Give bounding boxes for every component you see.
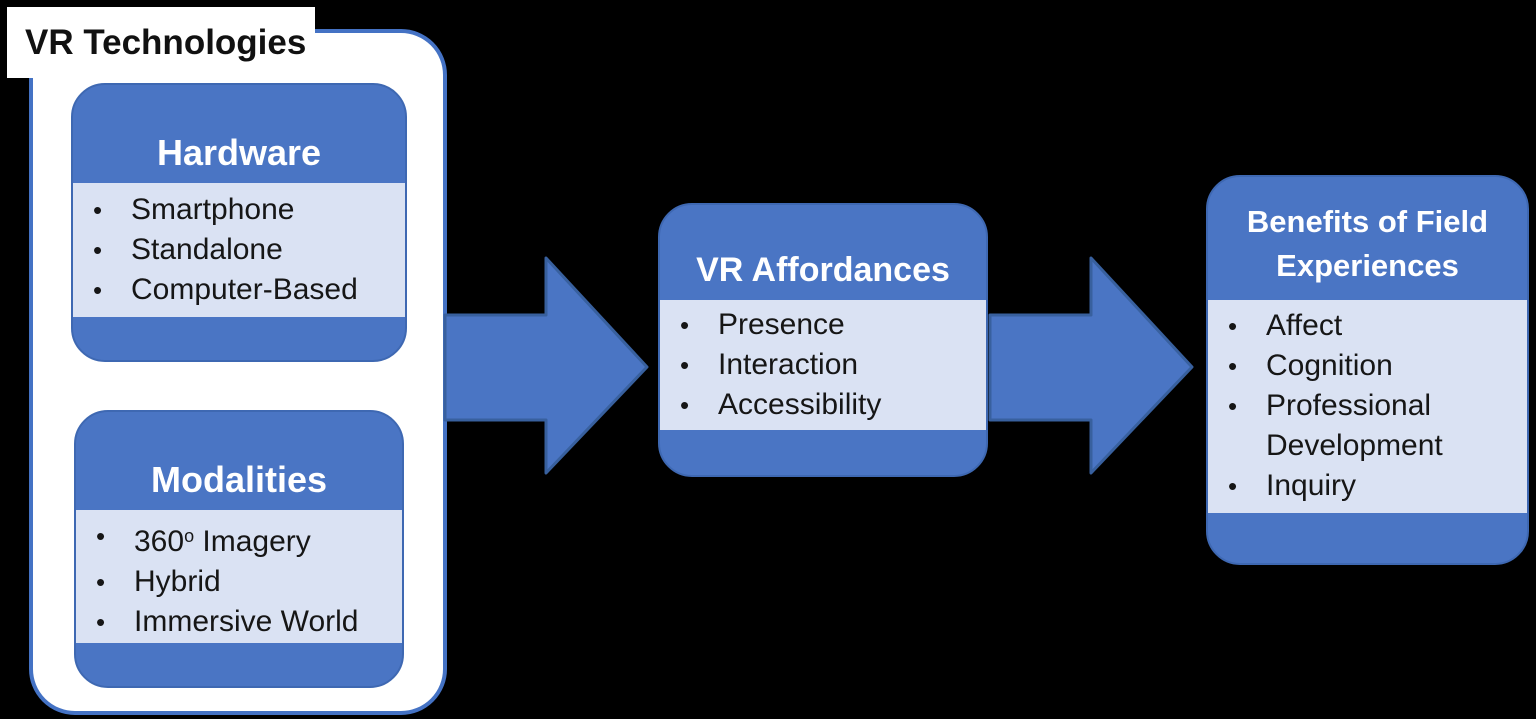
modalities-card: Modalities • 360o Imagery • Hybrid • Imm… <box>74 410 404 688</box>
benefits-card-title: Benefits of Field Experiences <box>1246 204 1489 283</box>
modalities-card-footer <box>76 643 402 686</box>
benefits-card-header: Benefits of Field Experiences <box>1208 177 1527 300</box>
vr-affordances-card: VR Affordances • Presence • Interaction … <box>658 203 988 477</box>
hardware-card: Hardware • Smartphone • Standalone • Com… <box>71 83 407 362</box>
list-item: • Accessibility <box>660 385 986 425</box>
hardware-item-label: Standalone <box>131 233 283 266</box>
modalities-card-title: Modalities <box>150 458 328 500</box>
bullet-icon: • <box>93 235 103 265</box>
bullet-icon: • <box>96 521 106 551</box>
bullet-icon: • <box>1228 311 1238 341</box>
arrow-right-icon <box>443 256 649 475</box>
modalities-item-list: • 360o Imagery • Hybrid • Immersive Worl… <box>76 516 402 642</box>
list-item: • Computer-Based <box>73 270 405 310</box>
benefits-card-footer <box>1208 513 1527 563</box>
bullet-icon: • <box>680 310 690 340</box>
arrow-right-icon <box>988 256 1194 475</box>
hardware-card-footer <box>73 317 405 360</box>
vr-affordances-card-title: VR Affordances <box>696 250 950 289</box>
bullet-icon: • <box>96 567 106 597</box>
bullet-icon: • <box>1228 351 1238 381</box>
list-item: • Immersive World <box>76 602 402 642</box>
benefits-card-body: • Affect • Cognition • Professional Deve… <box>1208 300 1527 513</box>
hardware-card-header: Hardware <box>73 85 405 183</box>
list-item: • Affect <box>1208 306 1527 346</box>
benefits-item-label: Affect <box>1266 309 1343 342</box>
list-item: • Presence <box>660 305 986 345</box>
hardware-item-list: • Smartphone • Standalone • Computer-Bas… <box>73 190 405 310</box>
bullet-icon: • <box>96 607 106 637</box>
list-item: • Inquiry <box>1208 466 1527 506</box>
list-item: • Professional Development <box>1208 386 1527 466</box>
benefits-item-list: • Affect • Cognition • Professional Deve… <box>1208 306 1527 506</box>
vr-affordances-item-label: Interaction <box>718 348 859 381</box>
vr-affordances-card-header: VR Affordances <box>660 205 986 300</box>
bullet-icon: • <box>680 350 690 380</box>
vr-affordances-item-label: Presence <box>718 308 845 341</box>
modalities-item-text: Imagery <box>194 525 311 558</box>
hardware-card-title: Hardware <box>156 131 322 173</box>
benefits-card: Benefits of Field Experiences • Affect •… <box>1206 175 1529 565</box>
hardware-item-label: Smartphone <box>131 193 295 226</box>
modalities-item-label: Hybrid <box>134 565 221 598</box>
modalities-item-label: 360o Imagery <box>134 516 402 562</box>
modalities-item-text: 360 <box>134 525 185 558</box>
hardware-item-label: Computer-Based <box>131 273 358 306</box>
vr-affordances-card-footer <box>660 430 986 475</box>
list-item: • Interaction <box>660 345 986 385</box>
bullet-icon: • <box>93 195 103 225</box>
modalities-card-header: Modalities <box>76 412 402 510</box>
benefits-item-label: Inquiry <box>1266 469 1357 502</box>
bullet-icon: • <box>1228 471 1238 501</box>
benefits-item-label: Professional Development <box>1266 389 1443 462</box>
vr-technologies-title: VR Technologies <box>25 22 307 62</box>
modalities-item-label: Immersive World <box>134 605 359 638</box>
list-item: • 360o Imagery <box>76 516 402 562</box>
list-item: • Smartphone <box>73 190 405 230</box>
modalities-card-body: • 360o Imagery • Hybrid • Immersive Worl… <box>76 510 402 643</box>
bullet-icon: • <box>680 390 690 420</box>
list-item: • Cognition <box>1208 346 1527 386</box>
vr-affordances-card-body: • Presence • Interaction • Accessibility <box>660 300 986 430</box>
vr-technologies-title-box: VR Technologies <box>7 7 315 78</box>
degree-superscript: o <box>184 526 195 546</box>
bullet-icon: • <box>1228 391 1238 421</box>
hardware-card-body: • Smartphone • Standalone • Computer-Bas… <box>73 183 405 317</box>
list-item: • Standalone <box>73 230 405 270</box>
vr-affordances-item-label: Accessibility <box>718 388 882 421</box>
bullet-icon: • <box>93 275 103 305</box>
vr-affordances-item-list: • Presence • Interaction • Accessibility <box>660 305 986 425</box>
list-item: • Hybrid <box>76 562 402 602</box>
benefits-item-label: Cognition <box>1266 349 1393 382</box>
